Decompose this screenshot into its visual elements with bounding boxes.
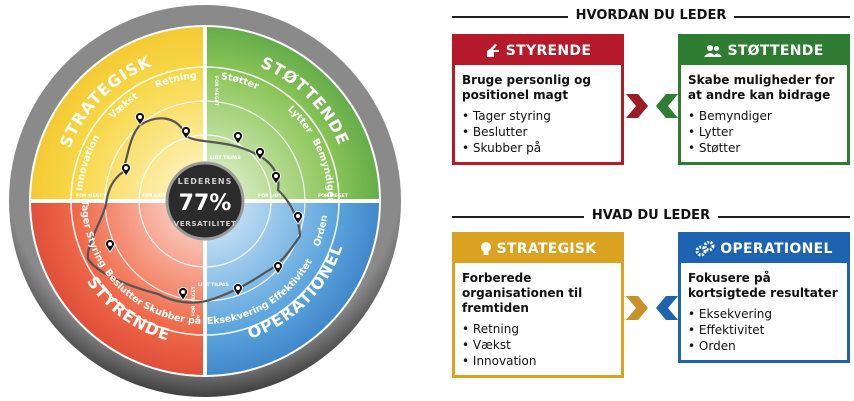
list-item: Eksekvering bbox=[688, 306, 841, 322]
section-header-hvordan: HVORDAN DU LEDER bbox=[452, 8, 850, 26]
quadrant-operationel bbox=[205, 201, 379, 375]
center-disc bbox=[165, 161, 245, 241]
quadrant-styrende bbox=[31, 201, 205, 375]
pin-icon bbox=[255, 147, 265, 161]
card-head-styrende: STYRENDE bbox=[455, 37, 621, 65]
pin-icon bbox=[178, 287, 188, 301]
pin-icon bbox=[293, 211, 303, 225]
card-lead-strategisk: Forberede organisationen til fremtiden bbox=[462, 271, 583, 315]
card-strategisk: STRATEGISK Forberede organisationen til … bbox=[452, 232, 624, 378]
card-head-operationel: OPERATIONEL bbox=[681, 235, 847, 263]
list-item: Støtter bbox=[688, 140, 841, 156]
profile-pins bbox=[105, 112, 303, 301]
pin-icon bbox=[233, 131, 243, 145]
versatility-wheel: FOR MEGET LIDT TILPAS FOR MEGET FOR LIDT… bbox=[9, 5, 401, 397]
arrow-right-icon bbox=[626, 296, 648, 320]
center-label-bottom: VERSATILITET bbox=[174, 219, 237, 228]
card-head-strategisk: STRATEGISK bbox=[455, 235, 621, 263]
list-item: Retning bbox=[462, 321, 615, 337]
people-icon bbox=[704, 45, 723, 57]
list-item: Innovation bbox=[462, 353, 615, 369]
pin-icon bbox=[121, 163, 131, 177]
card-lead-operationel: Fokusere på kortsigtede resultater bbox=[688, 271, 838, 300]
list-item: Beslutter bbox=[462, 124, 615, 140]
card-title-styrende: STYRENDE bbox=[505, 43, 592, 59]
center-label-top: LEDERENS bbox=[178, 177, 233, 186]
arrow-left-icon bbox=[656, 296, 678, 320]
arrow-right-icon bbox=[626, 94, 648, 118]
pin-icon bbox=[105, 239, 115, 253]
card-title-strategisk: STRATEGISK bbox=[496, 241, 597, 257]
section-header-hvad: HVAD DU LEDER bbox=[452, 208, 850, 226]
arrows-section2 bbox=[626, 296, 678, 320]
lightbulb-icon bbox=[480, 242, 491, 255]
card-styrende: STYRENDE Bruge personlig og positionel m… bbox=[452, 34, 624, 165]
pin-icon bbox=[135, 112, 145, 126]
card-lead-stottende: Skabe muligheder for at andre kan bidrag… bbox=[688, 73, 835, 102]
pin-icon bbox=[273, 261, 283, 275]
card-head-stottende: STØTTENDE bbox=[681, 37, 847, 65]
axis-label-for-meget-left: FOR MEGET bbox=[76, 193, 107, 199]
list-item: Bemyndiger bbox=[688, 108, 841, 124]
axis-label-for-meget-bottom: FOR MEGET bbox=[191, 285, 197, 316]
gears-icon bbox=[695, 241, 715, 257]
quadrant-strategisk bbox=[31, 27, 205, 201]
hand-point-icon bbox=[486, 44, 499, 57]
card-title-stottende: STØTTENDE bbox=[727, 43, 824, 59]
list-item: Vækst bbox=[462, 337, 615, 353]
card-stottende: STØTTENDE Skabe muligheder for at andre … bbox=[678, 34, 850, 165]
axis-label-for-meget-top: FOR MEGET bbox=[213, 76, 219, 107]
list-item: Tager styring bbox=[462, 108, 615, 124]
center-value: 77% bbox=[179, 191, 232, 216]
list-item: Skubber på bbox=[462, 140, 615, 156]
card-operationel: OPERATIONEL Fokusere på kortsigtede resu… bbox=[678, 232, 850, 363]
pin-icon bbox=[271, 171, 281, 185]
arrows-section1 bbox=[626, 94, 678, 118]
section-title-hvad: HVAD DU LEDER bbox=[583, 208, 719, 223]
axis-label-lidt-tilpas-top: LIDT TILPAS bbox=[210, 155, 241, 161]
list-item: Orden bbox=[688, 338, 841, 354]
arrow-left-icon bbox=[656, 94, 678, 118]
card-title-operationel: OPERATIONEL bbox=[720, 241, 833, 257]
axis-label-for-meget-right: FOR MEGET bbox=[318, 193, 349, 199]
pin-icon bbox=[233, 283, 243, 297]
card-lead-styrende: Bruge personlig og positionel magt bbox=[462, 73, 591, 102]
quadrant-stottende bbox=[205, 27, 379, 201]
list-item: Effektivitet bbox=[688, 322, 841, 338]
section-title-hvordan: HVORDAN DU LEDER bbox=[567, 8, 735, 23]
list-item: Lytter bbox=[688, 124, 841, 140]
axis-label-for-lidt-right: FOR LIDT bbox=[258, 193, 283, 199]
axis-label-for-lidt-left: FOR LIDT bbox=[142, 193, 167, 199]
axis-label-lidt-tilpas-bottom: LIDT TILPAS bbox=[198, 282, 229, 288]
pin-icon bbox=[181, 126, 191, 140]
